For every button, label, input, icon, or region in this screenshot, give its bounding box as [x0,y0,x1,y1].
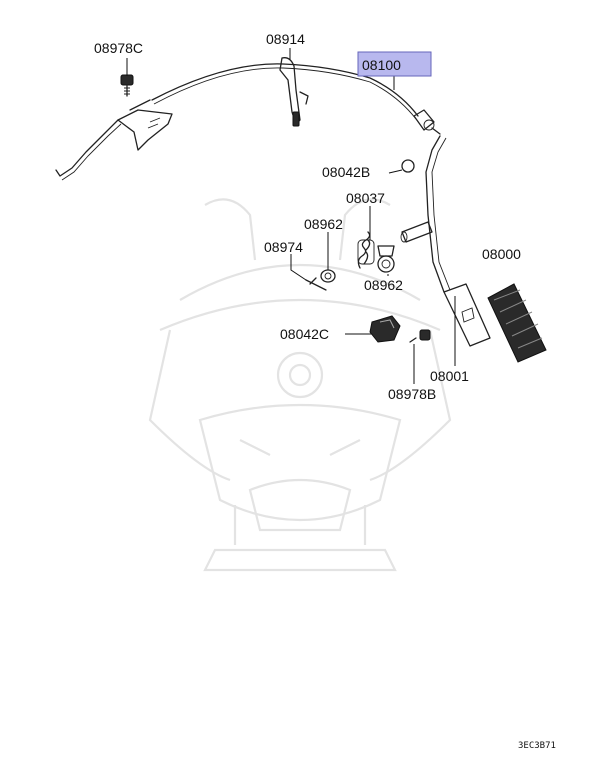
cable-bracket [55,109,173,181]
label-08000[interactable]: 08000 [482,246,521,262]
watermark-logo [148,198,452,572]
stopper-08042b [401,159,415,173]
bushing-right [377,245,395,273]
bushing-left [320,269,336,283]
pivot-pin [305,277,327,291]
label-08100[interactable]: 08100 [362,57,401,73]
bolt-08978b [409,329,431,343]
label-08962-bottom[interactable]: 08962 [364,277,403,293]
highlight-box [357,51,432,77]
label-08978c[interactable]: 08978C [94,40,143,56]
label-08978b[interactable]: 08978B [388,386,436,402]
diagram-code: 3EC3B71 [518,741,556,751]
accelerator-cable [129,63,441,135]
label-08042b[interactable]: 08042B [322,164,370,180]
leader-lines [126,48,456,384]
label-08037[interactable]: 08037 [346,190,385,206]
label-08914[interactable]: 08914 [266,31,305,47]
label-08001[interactable]: 08001 [430,368,469,384]
label-08974[interactable]: 08974 [264,239,303,255]
stopper-08042c [369,315,401,343]
cable-clamp [279,57,309,127]
label-08042c[interactable]: 08042C [280,326,329,342]
pedal-pad-cover [487,283,547,363]
bolt-08978c [120,74,134,97]
label-08962-top[interactable]: 08962 [304,216,343,232]
pedal-arm [400,135,491,347]
return-spring [357,231,375,269]
